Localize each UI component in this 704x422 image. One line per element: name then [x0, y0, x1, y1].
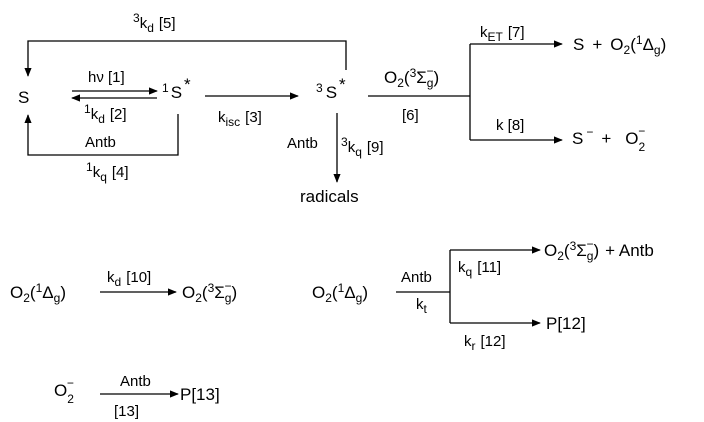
label-k12: kr[12] [464, 333, 506, 353]
label-k9: 3kq[9] [341, 135, 384, 159]
label-k4: 1kq[4] [86, 160, 129, 184]
product-P12: P[12] [546, 314, 586, 333]
label-antb-kt: Antb [401, 269, 432, 286]
product-P13: P[13] [180, 385, 220, 404]
label-k13: [13] [114, 403, 139, 420]
path-k6: O2(3Σg−) [6] [368, 44, 471, 140]
path-k9: Antb 3kq[9] radicals [287, 113, 384, 206]
path-k3: kisc[3] [205, 92, 299, 129]
path-k4: Antb 1kq[4] [24, 114, 179, 184]
label-k7: kET[7] [480, 24, 525, 44]
label-k6: [6] [402, 107, 419, 124]
products-k11: O2(3Σg−)+ Antb [544, 237, 654, 263]
label-antb-k4: Antb [85, 134, 116, 151]
species-O2-singlet-k10: O2(1Δg) [10, 281, 66, 305]
label-k2: 1kd[2] [84, 102, 127, 126]
label-kt: kt [416, 296, 428, 316]
label-k11: kq[11] [458, 259, 501, 279]
label-k1: hν [1] [88, 69, 125, 86]
species-radicals: radicals [300, 187, 359, 206]
label-antb-k13: Antb [120, 373, 151, 390]
products-k8: S−+O2− [572, 124, 646, 154]
label-k10: kd[10] [107, 269, 151, 289]
species-O2-singlet-k11: O2(1Δg) [312, 281, 368, 305]
label-O2-triplet-k6: O2(3Σg−) [384, 64, 439, 90]
label-k3: kisc[3] [218, 109, 262, 129]
path-k11-k12: O2(1Δg) Antb kt kq[11] O2(3Σg−)+ Antb kr… [312, 237, 654, 353]
path-k13: O2− Antb [13] P[13] [54, 373, 220, 420]
products-k7: S+O2(1Δg) [573, 33, 666, 57]
path-k10: O2(1Δg) kd[10] O2(3Σg−) [10, 269, 237, 305]
label-k8: k [8] [496, 117, 524, 134]
arrow-k4 [24, 114, 179, 156]
path-k8: k [8] S−+O2− [470, 117, 646, 154]
species-O2-superoxide: O2− [54, 376, 74, 406]
label-k5: 3kd[5] [133, 11, 176, 35]
path-k7: kET[7] S+O2(1Δg) [470, 24, 666, 57]
arrow-k5 [24, 40, 347, 77]
path-k1-k2: hν [1] 1kd[2] [71, 69, 158, 126]
species-S-ground: S [18, 88, 29, 107]
species-O2-triplet-k10: O2(3Σg−) [182, 279, 237, 305]
label-antb-k9: Antb [287, 135, 318, 152]
path-k5: 3kd[5] [24, 11, 347, 77]
